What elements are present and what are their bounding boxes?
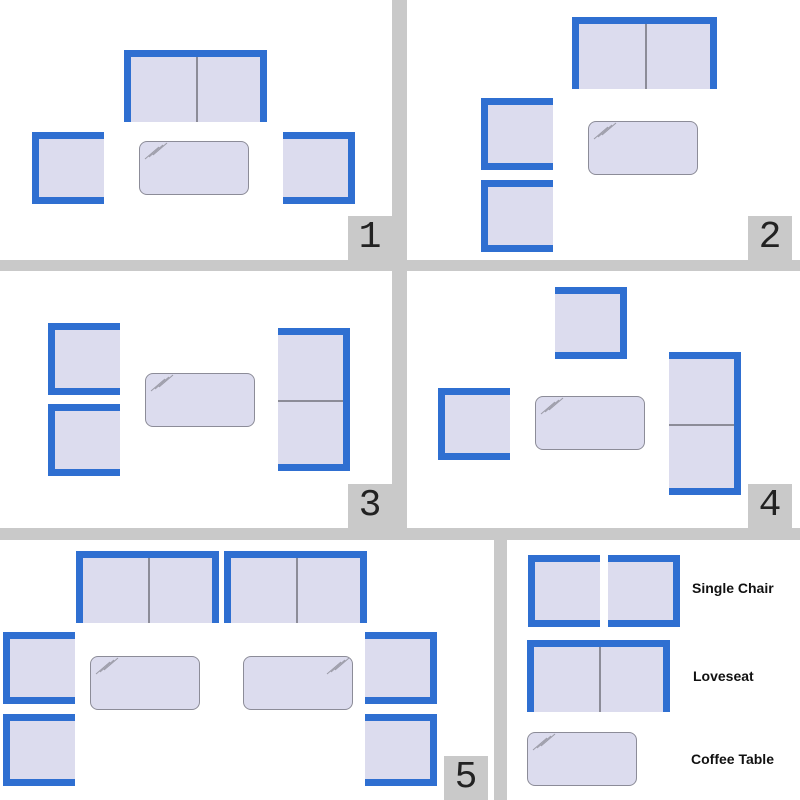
layout-5-loveseat-right: [224, 551, 367, 623]
layout-3-label: 3: [348, 484, 392, 528]
layout-3-loveseat: [278, 328, 350, 471]
glass-glare-icon: [144, 142, 168, 160]
layout-1-chair-right: [283, 132, 355, 204]
layout-5-chair-right-bottom: [365, 714, 437, 786]
legend-label-single-chair: Single Chair: [692, 580, 774, 596]
glass-glare-icon: [95, 657, 119, 675]
layout-5-chair-left-bottom: [3, 714, 75, 786]
layout-1-label: 1: [348, 216, 392, 260]
legend-label-coffee-table: Coffee Table: [691, 751, 774, 767]
single-chair-icon: [608, 555, 680, 627]
layout-5-label: 5: [444, 756, 488, 800]
layout-2-coffee-table: [588, 121, 698, 175]
glass-glare-icon: [532, 733, 556, 751]
layout-2-loveseat: [572, 17, 717, 89]
glass-glare-icon: [593, 122, 617, 140]
layout-4-chair-left: [438, 388, 510, 460]
layout-1-chair-left: [32, 132, 104, 204]
layout-2-chair-top: [481, 98, 553, 170]
layout-3-chair-top: [48, 323, 120, 395]
loveseat-icon: [527, 640, 670, 712]
layout-2-label: 2: [748, 216, 792, 260]
layout-5-chair-right-top: [365, 632, 437, 704]
glass-glare-icon: [326, 657, 350, 675]
glass-glare-icon: [150, 374, 174, 392]
layout-5-coffee-table-left: [90, 656, 200, 710]
layout-4-chair-top: [555, 287, 627, 359]
layout-4-label: 4: [748, 484, 792, 528]
layout-3-coffee-table: [145, 373, 255, 427]
single-chair-icon: [528, 555, 600, 627]
layout-4-loveseat: [669, 352, 741, 495]
legend-label-loveseat: Loveseat: [693, 668, 754, 684]
layout-1-coffee-table: [139, 141, 249, 195]
layout-5-loveseat-left: [76, 551, 219, 623]
layout-1-panel: [0, 0, 392, 260]
layout-5-coffee-table-right: [243, 656, 353, 710]
layout-1-loveseat: [124, 50, 267, 122]
layout-4-coffee-table: [535, 396, 645, 450]
layout-5-chair-left-top: [3, 632, 75, 704]
layout-3-chair-bottom: [48, 404, 120, 476]
glass-glare-icon: [540, 397, 564, 415]
layout-2-chair-bottom: [481, 180, 553, 252]
coffee-table-icon: [527, 732, 637, 786]
